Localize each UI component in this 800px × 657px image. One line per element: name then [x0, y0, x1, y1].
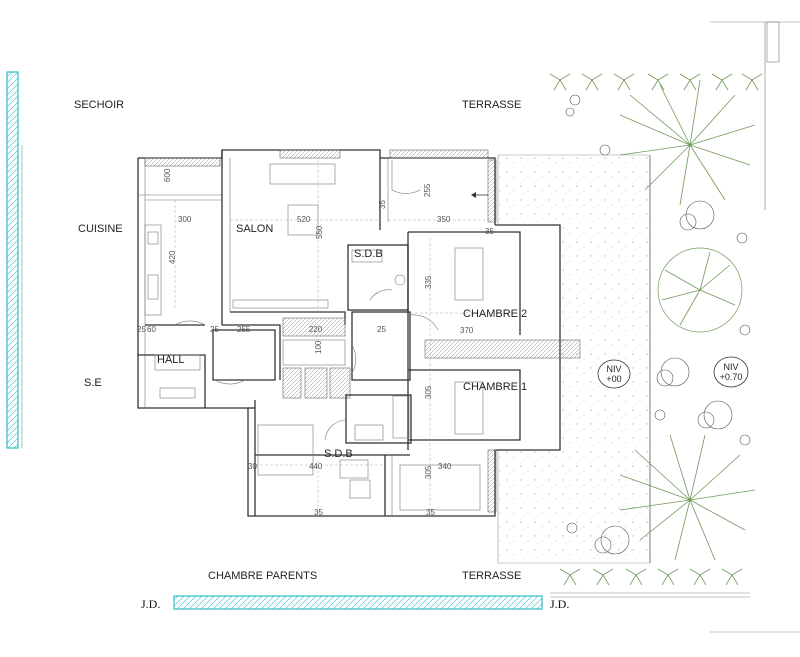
plant-row-bottom-icon	[559, 568, 743, 586]
dim-25-c: 25	[377, 325, 386, 334]
svg-text:+0.70: +0.70	[720, 372, 743, 382]
dim-220: 220	[309, 325, 323, 334]
label-chambre-parents: CHAMBRE PARENTS	[208, 570, 317, 582]
terrace-area	[497, 154, 651, 564]
label-se: S.E	[84, 377, 102, 389]
jd-label-right: J.D.	[550, 597, 569, 611]
label-terrasse-bottom: TERRASSE	[462, 570, 521, 582]
dim-370: 370	[460, 326, 474, 335]
bush-icon	[565, 94, 751, 555]
jd-label-left: J.D.	[141, 597, 160, 611]
dim-550: 550	[315, 225, 324, 239]
dim-305-a: 305	[424, 385, 433, 399]
dim-35-c: 35	[426, 508, 435, 517]
label-chambre1: CHAMBRE 1	[463, 381, 527, 393]
jd-strip-bottom	[173, 595, 543, 610]
svg-text:NIV: NIV	[723, 362, 738, 372]
dim-35-b: 35	[314, 508, 323, 517]
dim-25-a: 25	[137, 325, 146, 334]
label-hall: HALL	[157, 354, 185, 366]
label-chambre2: CHAMBRE 2	[463, 308, 527, 320]
dim-255-top: 255	[423, 183, 432, 197]
svg-text:+00: +00	[606, 374, 621, 384]
dim-255-hall: 255	[237, 325, 251, 334]
dimension-labels: 600 300 520 550 255 350 35 420 335 370 2…	[137, 168, 494, 517]
svg-text:NIV: NIV	[606, 364, 621, 374]
dim-440: 440	[309, 462, 323, 471]
level-marker-right: NIV +0.70	[713, 356, 749, 388]
label-sdb-bottom: S.D.B	[324, 448, 353, 460]
jd-strip-left	[6, 71, 19, 449]
dim-100: 100	[314, 340, 323, 354]
dim-60: 60	[147, 325, 156, 334]
dim-25-b: 25	[210, 325, 219, 334]
label-sechoir: SECHOIR	[74, 99, 124, 111]
plant-row-top-icon	[549, 73, 763, 91]
dim-350: 350	[437, 215, 451, 224]
label-terrasse-top: TERRASSE	[462, 99, 521, 111]
level-marker-left: NIV +00	[597, 359, 631, 389]
building-walls	[137, 149, 581, 517]
dim-335: 335	[424, 275, 433, 289]
dim-30: 30	[248, 462, 257, 471]
label-cuisine: CUISINE	[78, 223, 123, 235]
palm-tree-icon	[619, 79, 756, 561]
dim-35-a: 35	[485, 227, 494, 236]
dim-305-b: 305	[424, 465, 433, 479]
dim-520: 520	[297, 215, 311, 224]
dim-35-d: 35	[378, 200, 387, 209]
label-sdb-top: S.D.B	[354, 248, 383, 260]
dim-420: 420	[168, 250, 177, 264]
label-salon: SALON	[236, 223, 273, 235]
dim-300: 300	[178, 215, 192, 224]
dim-600: 600	[163, 168, 172, 182]
dim-340: 340	[438, 462, 452, 471]
